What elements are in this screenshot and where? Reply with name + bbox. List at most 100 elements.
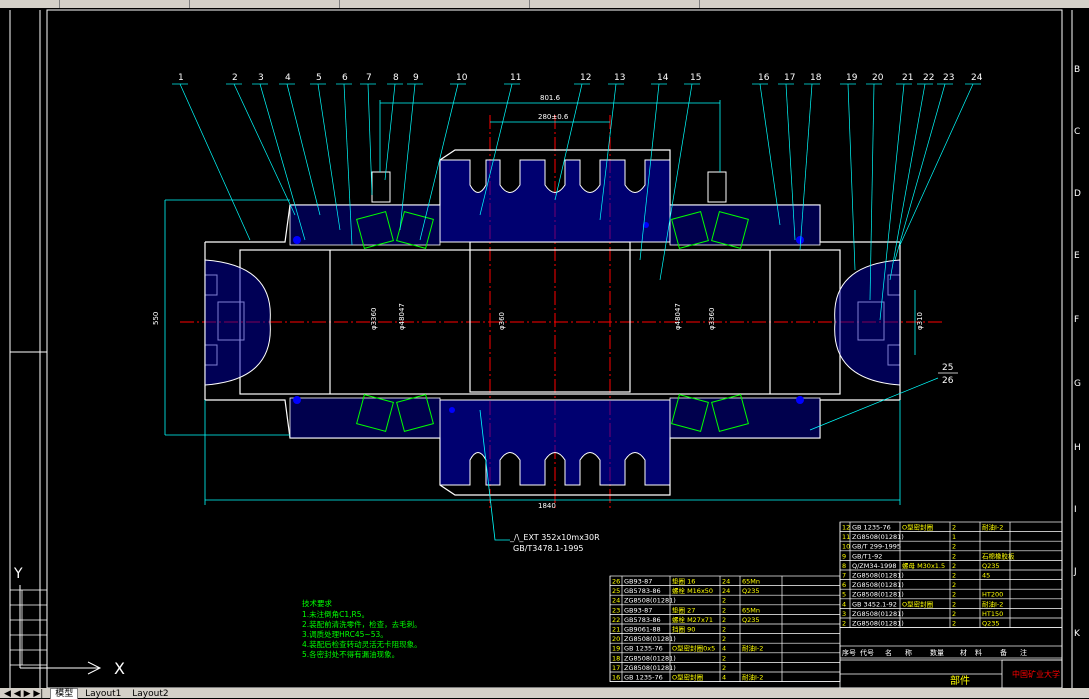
bom-cell: HT200: [982, 591, 1003, 599]
bom-cell: GB 3452.1-92: [852, 600, 897, 608]
bom-cell: 2: [722, 597, 726, 605]
border-letter: K: [1074, 629, 1081, 639]
bom-header-cell: 材: [960, 648, 967, 657]
bom-cell: Q235: [982, 562, 1000, 570]
note-line: 4.装配后检查转动灵活无卡阻现象。: [302, 639, 422, 649]
part-number: 19: [846, 73, 858, 83]
bom-cell: 4: [842, 600, 846, 608]
part-leader-line: [639, 83, 660, 261]
title-block: [839, 659, 1063, 688]
bom-header-cell: 数量: [930, 648, 944, 657]
part-leader-line: [259, 83, 306, 241]
bom-cell: 挡圈 90: [672, 625, 695, 634]
bom-cell: 12: [842, 524, 850, 532]
bom-cell: 垫圈 27: [672, 605, 695, 614]
part-leader-line: [233, 83, 296, 216]
part-number: 22: [923, 73, 934, 83]
bom-cell: Q/ZM34-1998: [852, 562, 897, 570]
dimension-lines: [164, 100, 916, 505]
bom-cell: ZG8508(01281): [852, 533, 904, 541]
bom-cell: 5: [842, 591, 846, 599]
bom-header-frame: [839, 645, 1063, 659]
bom-cell: O型密封圈: [902, 523, 933, 532]
bom-cell: 8: [842, 562, 846, 570]
toolbar-field[interactable]: [190, 0, 340, 8]
tab-nav-arrows[interactable]: ◀ ◀ ▶ ▶|: [4, 689, 44, 699]
bom-cell: ZG8508(01281): [624, 635, 676, 643]
tab-layout2[interactable]: Layout2: [132, 689, 169, 699]
bom-cell: 2: [722, 635, 726, 643]
toolbar-field[interactable]: [0, 0, 60, 8]
bom-cell: 1: [952, 533, 956, 541]
bom-cell: Q235: [742, 587, 760, 595]
toolbar-field[interactable]: [60, 0, 190, 8]
bom-cell: GB5783-86: [624, 587, 661, 595]
part-number: 23: [943, 73, 954, 83]
part-number: 8: [393, 73, 399, 83]
bom-cell: 6: [842, 581, 846, 589]
part-leader-line: [286, 83, 321, 216]
bom-cell: 24: [722, 578, 730, 586]
bom-cell: 2: [842, 620, 846, 628]
bom-cell: GB 1235-76: [852, 524, 891, 532]
technical-notes: 技术要求 1.未注倒角C1,R5。 2.装配前清洗零件，检查，去毛刺。 3.调质…: [302, 598, 422, 659]
bom-cell: 24: [612, 597, 620, 605]
part-number: 9: [413, 73, 419, 83]
bom-cell: 21: [612, 626, 620, 634]
part-number: 14: [657, 73, 669, 83]
part-leader-line: [317, 83, 341, 231]
bom-header-cell: 名: [885, 648, 892, 657]
part-leader-line: [343, 83, 353, 246]
bom-cell: 2: [952, 600, 956, 608]
bom-cell: 20: [612, 635, 620, 643]
part-leader-line: [399, 83, 416, 231]
dim-text: φ310: [916, 312, 924, 330]
dim-text: φ48047: [674, 303, 682, 330]
title-block-name: 部件: [950, 674, 970, 687]
part-number: 24: [971, 73, 983, 83]
dim-text: 1840: [538, 502, 556, 510]
bom-cell: 2: [952, 524, 956, 532]
bom-cell: 19: [612, 645, 620, 653]
bom-cell: 26: [612, 578, 620, 586]
bom-cell: 18: [612, 654, 620, 662]
part-number: 26: [942, 376, 954, 386]
part-leader-line: [799, 83, 813, 251]
dim-text: 280±0.6: [538, 113, 569, 121]
bom-cell: GB/T1-92: [852, 552, 882, 560]
bom-cell: GB93-87: [624, 578, 652, 586]
bom-cell: 2: [952, 591, 956, 599]
bom-cell: 65Mn: [742, 578, 760, 586]
toolbar-field[interactable]: [530, 0, 700, 8]
part-leader-line: [554, 83, 583, 201]
toolbar-field[interactable]: [340, 0, 530, 8]
bom-cell: 耐油I-2: [742, 644, 763, 653]
border-letter: F: [1074, 315, 1079, 325]
drawing-canvas[interactable]: B C D E F G H I J K Y X: [0, 8, 1089, 688]
bom-cell: GB 1235-76: [624, 645, 663, 653]
tab-layout1[interactable]: Layout1: [85, 689, 122, 699]
bom-cell: GB9061-88: [624, 626, 661, 634]
part-number: 13: [614, 73, 625, 83]
bom-cell: 2: [952, 562, 956, 570]
border-letter: D: [1074, 189, 1081, 199]
side-stamp-table: [9, 589, 48, 666]
part-leaders: [172, 83, 981, 321]
part-leader-line: [899, 83, 974, 246]
bom-cell: 2: [952, 572, 956, 580]
drawing-frame: [9, 9, 1073, 688]
bom-header-cell: 称: [905, 648, 912, 657]
part-leader-line: [367, 83, 373, 196]
note-line: 5.各密封处不得有漏油现象。: [302, 649, 399, 659]
tab-model[interactable]: 模型: [50, 688, 79, 699]
note-line: 3.调质处理HRC45~53。: [302, 629, 388, 639]
bom-cell: 2: [722, 606, 726, 614]
housing-hatch: [289, 204, 821, 439]
spline-standard: GB/T3478.1-1995: [513, 544, 584, 553]
bom-cell: 9: [842, 552, 846, 560]
bom-cell: O型密封圈: [672, 673, 703, 682]
border-letter: E: [1074, 251, 1080, 261]
part-number: 12: [580, 73, 591, 83]
